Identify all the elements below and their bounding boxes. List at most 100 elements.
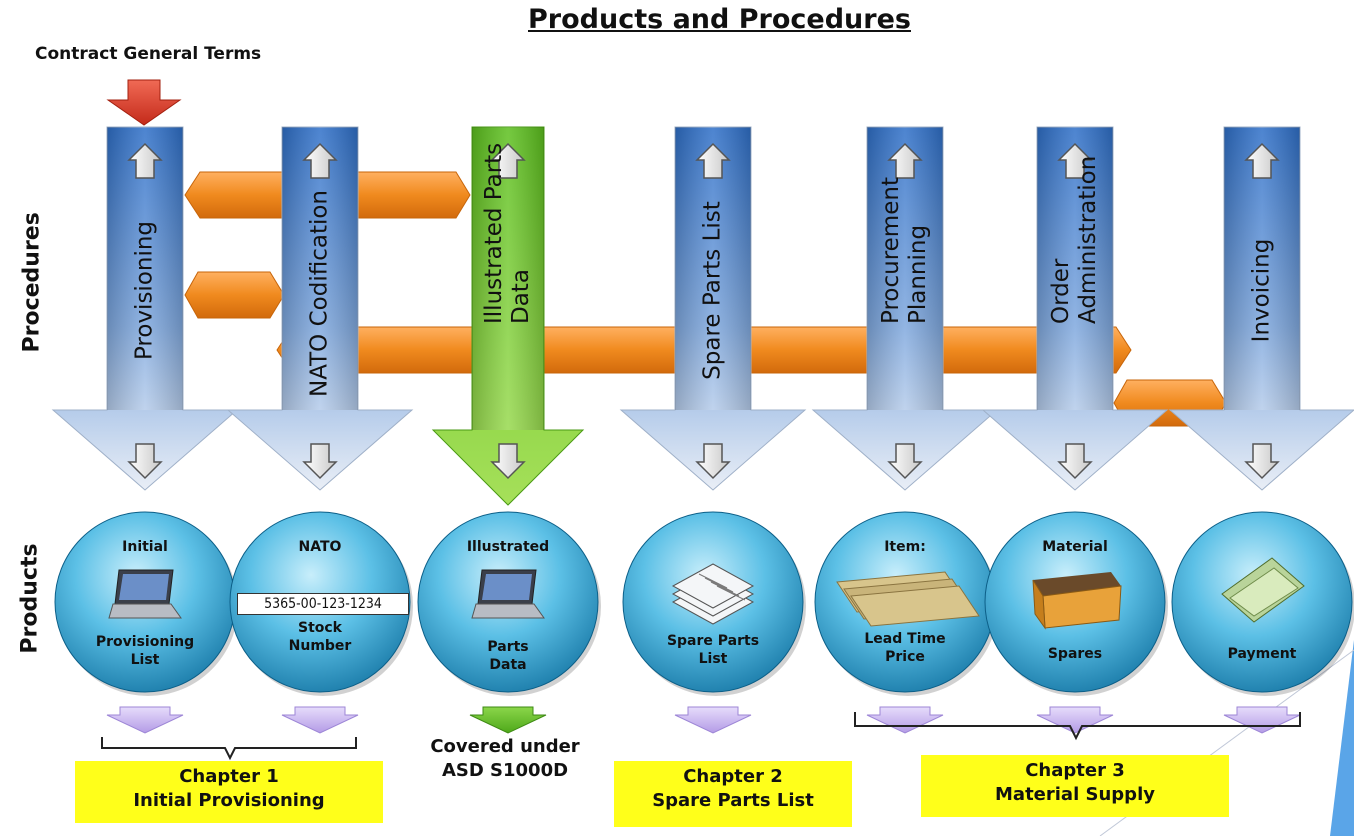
procedure-arrow-nato-codification xyxy=(226,126,414,491)
procedure-label-line: Order xyxy=(1048,258,1074,324)
money-icon xyxy=(1221,557,1305,623)
up-arrow-icon xyxy=(1244,142,1280,179)
bracket-chapter-3 xyxy=(854,712,1301,741)
up-arrow-icon xyxy=(695,142,731,179)
product-bottom-label-material-spares: Spares xyxy=(1005,645,1145,663)
product-label-line: Price xyxy=(885,649,925,665)
procedure-label-line: Invoicing xyxy=(1248,238,1275,342)
procedure-label-line: Spare Parts List xyxy=(699,200,726,380)
bottom-arrows xyxy=(106,706,1301,734)
chapter-brackets xyxy=(101,712,1301,761)
product-circles xyxy=(54,511,1354,696)
bottom-arrow-payment xyxy=(1223,706,1301,734)
procedure-arrow-illustrated-parts-data xyxy=(431,126,585,506)
chapter-2-title: Chapter 2 xyxy=(683,766,783,787)
down-arrow-icon xyxy=(1244,443,1280,480)
contract-label: Contract General Terms xyxy=(35,44,262,64)
contract-arrow xyxy=(106,79,182,126)
procedure-label-provisioning: Provisioning xyxy=(132,170,159,410)
product-top-label-nato-stock-number: NATO xyxy=(298,539,342,555)
bottom-arrow-material-spares xyxy=(1036,706,1114,734)
corner-decoration xyxy=(1330,640,1354,836)
product-label-line: List xyxy=(698,651,728,667)
bottom-arrow-illustrated-parts-data xyxy=(469,706,547,734)
product-circle-payment xyxy=(1171,511,1354,696)
product-label-line: Provisioning xyxy=(95,634,195,650)
product-label-line: Spares xyxy=(1047,646,1103,662)
connector-provisioning-to-nato xyxy=(184,271,285,319)
laptop-icon xyxy=(471,569,545,619)
bottom-arrow-provisioning-list xyxy=(106,706,184,734)
product-top-label-provisioning-list: Initial xyxy=(122,539,168,555)
bottom-arrow-nato-stock-number xyxy=(281,706,359,734)
procedure-label-line: Data xyxy=(508,269,534,324)
product-label-line: Payment xyxy=(1227,646,1297,662)
product-circle-provisioning-list xyxy=(54,511,238,696)
chapter-2-box: Chapter 2 Spare Parts List xyxy=(614,761,852,827)
product-label-line: Lead Time xyxy=(864,631,946,647)
procedure-label-line: Procurement xyxy=(878,177,904,324)
page-title: Products and Procedures xyxy=(528,4,911,35)
bottom-arrow-item-lead-time-price xyxy=(866,706,944,734)
product-label-line: Parts xyxy=(487,639,529,655)
stock-number-box: 5365-00-123-1234 xyxy=(237,593,409,615)
product-label-line: Data xyxy=(489,657,527,673)
product-label-line: Spare Parts xyxy=(666,633,760,649)
up-arrow-icon xyxy=(490,142,526,179)
procedure-label-line: Provisioning xyxy=(131,220,158,360)
papers-icon xyxy=(671,563,755,625)
product-label-line: Stock xyxy=(297,620,342,636)
product-top-label-illustrated-parts-data: Illustrated xyxy=(466,539,550,555)
up-arrow-icon xyxy=(302,142,338,179)
procedure-arrow-invoicing xyxy=(1168,126,1354,491)
bottom-arrow-spare-parts-list xyxy=(674,706,752,734)
chapter-2-subtitle: Spare Parts List xyxy=(652,790,814,811)
procedure-arrow-provisioning xyxy=(51,126,239,491)
documents-icon xyxy=(836,571,980,627)
bracket-chapter-1 xyxy=(101,737,357,761)
procedure-label-line: NATO Codification xyxy=(306,189,333,397)
procedure-label-nato-codification: NATO Codification xyxy=(307,173,334,413)
up-arrow-icon xyxy=(1057,142,1093,179)
chapter-3-box: Chapter 3 Material Supply xyxy=(921,755,1229,817)
procedure-label-invoicing: Invoicing xyxy=(1249,170,1276,410)
product-bottom-label-payment: Payment xyxy=(1192,645,1332,663)
product-label-line: Number xyxy=(288,638,352,654)
covered-note-line-1: Covered under xyxy=(430,736,580,757)
chapter-3-title: Chapter 3 xyxy=(1025,760,1125,781)
product-label-line: List xyxy=(130,652,160,668)
product-circle-illustrated-parts-data xyxy=(417,511,601,696)
down-arrow-icon xyxy=(127,443,163,480)
procedures-axis-label: Procedures xyxy=(19,212,45,353)
down-arrow-icon xyxy=(302,443,338,480)
down-arrow-icon xyxy=(490,443,526,480)
laptop-icon xyxy=(108,569,182,619)
procedure-label-line: Illustrated Parts xyxy=(481,142,507,324)
covered-note: Covered under ASD S1000D xyxy=(410,735,600,783)
down-arrow-icon xyxy=(1057,443,1093,480)
procedure-label-line: Planning xyxy=(905,224,931,324)
procedure-arrow-procurement-planning xyxy=(811,126,999,491)
up-arrow-icon xyxy=(127,142,163,179)
chapter-1-title: Chapter 1 xyxy=(179,766,279,787)
chapter-1-box: Chapter 1 Initial Provisioning xyxy=(75,761,383,823)
procedure-arrows xyxy=(51,126,1354,506)
up-arrow-icon xyxy=(887,142,923,179)
product-circle-material-spares xyxy=(984,511,1168,696)
procedure-label-spare-parts-list: Spare Parts List xyxy=(700,170,727,410)
product-circle-spare-parts-list xyxy=(622,511,806,696)
chapter-1-subtitle: Initial Provisioning xyxy=(133,790,325,811)
chapter-3-subtitle: Material Supply xyxy=(995,784,1155,805)
product-circle-item-lead-time-price xyxy=(814,511,998,696)
procedure-arrow-order-administration xyxy=(981,126,1169,491)
covered-note-line-2: ASD S1000D xyxy=(441,760,569,781)
